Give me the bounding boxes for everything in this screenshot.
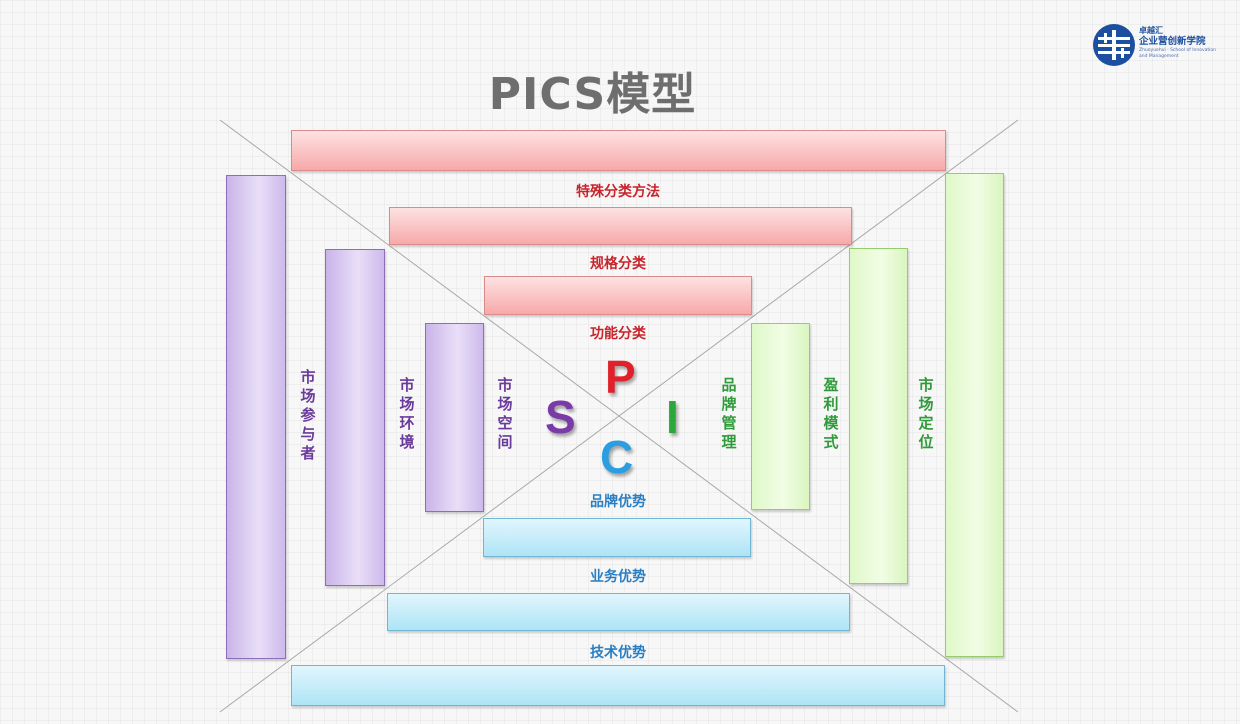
logo: 卓越汇 企业营创新学院 Zhuoyuehui · School of Innov… bbox=[1093, 24, 1223, 68]
letter-c: C bbox=[600, 431, 634, 483]
logo-line1: 卓越汇 bbox=[1139, 26, 1163, 35]
logo-line2: 企业营创新学院 bbox=[1139, 36, 1206, 47]
letter-p: P bbox=[605, 351, 636, 403]
bottom-bar-inner bbox=[483, 518, 751, 557]
top-bar-outer bbox=[291, 130, 946, 171]
right-bar-inner bbox=[751, 323, 810, 510]
right-label-inner: 品牌管理 bbox=[721, 376, 737, 451]
top-bar-middle bbox=[389, 207, 852, 245]
bottom-label-outer: 技术优势 bbox=[590, 645, 646, 661]
left-label-outer: 市场参与者 bbox=[300, 368, 316, 462]
right-bar-middle bbox=[849, 248, 908, 584]
bottom-label-inner: 品牌优势 bbox=[590, 494, 646, 510]
logo-line3: Zhuoyuehui · School of Innovation and Ma… bbox=[1139, 48, 1217, 59]
letter-i: I bbox=[666, 391, 679, 443]
right-label-middle: 盈利模式 bbox=[823, 376, 839, 451]
logo-emblem-icon bbox=[1093, 24, 1135, 66]
right-label-outer: 市场定位 bbox=[918, 376, 934, 451]
left-bar-middle bbox=[325, 249, 385, 586]
bottom-bar-middle bbox=[387, 593, 850, 631]
top-bar-inner bbox=[484, 276, 752, 315]
left-label-middle: 市场环境 bbox=[399, 376, 415, 451]
bottom-label-middle: 业务优势 bbox=[590, 569, 646, 585]
logo-text: 卓越汇 企业营创新学院 Zhuoyuehui · School of Innov… bbox=[1139, 26, 1223, 60]
top-label-inner: 功能分类 bbox=[590, 326, 646, 342]
left-bar-inner bbox=[425, 323, 484, 512]
top-label-outer: 特殊分类方法 bbox=[576, 184, 660, 200]
top-label-middle: 规格分类 bbox=[590, 256, 646, 272]
letter-s: S bbox=[545, 391, 576, 443]
left-bar-outer bbox=[226, 175, 286, 659]
left-label-inner: 市场空间 bbox=[497, 376, 513, 451]
page-title: PICS模型 bbox=[488, 69, 697, 120]
bottom-bar-outer bbox=[291, 665, 945, 706]
right-bar-outer bbox=[945, 173, 1004, 657]
